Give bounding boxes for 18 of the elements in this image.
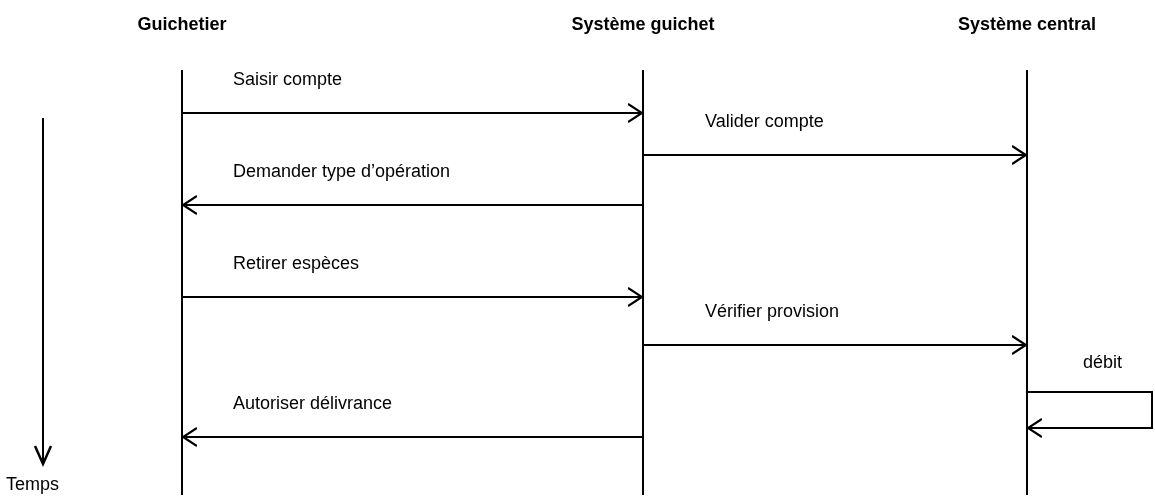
message-label: Saisir compte [233,69,343,90]
message-arrow [181,194,643,216]
message-arrow [1026,391,1153,439]
lifeline-heading: Système guichet [571,14,715,35]
lifeline-heading: Guichetier [137,14,227,35]
message-arrow [182,286,644,308]
message-label: Valider compte [705,111,824,132]
message-label: Retirer espèces [233,253,360,274]
message-arrow [643,144,1028,166]
message-label: Demander type d’opération [233,161,451,182]
message-arrow [182,102,644,124]
message-label: Autoriser délivrance [233,393,393,414]
message-arrow [643,334,1028,356]
message-label: Vérifier provision [705,301,840,322]
message-arrow [181,426,643,448]
axis-label: Temps [6,474,59,495]
message-label: débit [1083,352,1123,373]
lifeline-heading: Système central [958,14,1097,35]
